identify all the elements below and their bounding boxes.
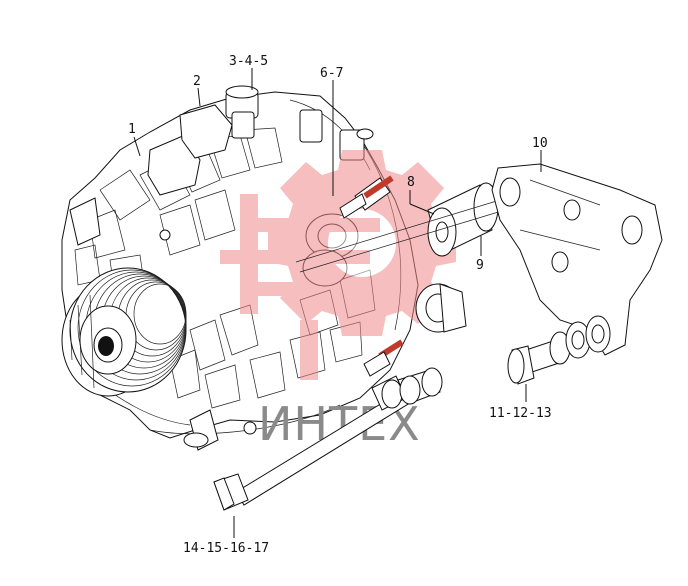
callout-2: 2 [193,74,201,89]
shaft-axis-line-2 [299,209,506,273]
long-through-bolt [213,339,443,511]
callout-14-15-16-17: 14-15-16-17 [183,541,269,556]
callout-6-7: 6-7 [320,66,343,81]
stud-bolt [339,175,394,219]
spacer-sleeve [427,182,499,257]
callout-3-4-5: 3-4-5 [229,54,268,69]
callout-11-12-13: 11-12-13 [489,406,552,421]
mounting-bracket [491,163,663,356]
watermark-logo [220,150,456,380]
alternator-pulley [61,267,187,397]
leader-lines [133,68,542,538]
callout-1: 1 [128,122,136,137]
lower-mount-eye [415,283,467,333]
shaft-axis-line [295,199,501,263]
callout-9: 9 [476,258,484,273]
callout-10: 10 [532,136,548,151]
callout-8: 8 [407,175,415,190]
bracket-bolt-set [507,315,611,385]
